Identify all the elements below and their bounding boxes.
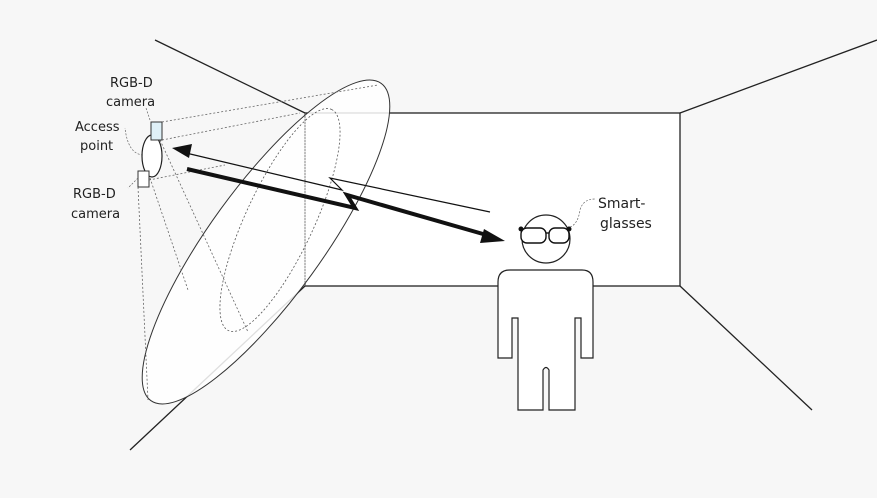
label-access-point: Access: [75, 120, 120, 135]
fov-outer-ellipse: [141, 79, 391, 405]
downlink-arrowhead-icon: [480, 229, 505, 243]
label-rgbd-camera-bottom: RGB-D: [73, 187, 116, 202]
uplink-arrowhead-icon: [172, 144, 192, 158]
room-edge-bottom-right: [679, 285, 813, 411]
person-body: [497, 269, 594, 411]
wireless-link-arrows: [172, 144, 505, 243]
camera-field-of-view: [137, 79, 391, 405]
room-edge-top-right: [679, 39, 877, 114]
person-figure: [497, 214, 594, 411]
rgbd-camera-top-icon: [150, 121, 163, 141]
uplink-arrow-line: [185, 152, 491, 213]
label-rgbd-camera-top: RGB-D: [110, 76, 153, 91]
label-rgbd-camera-bottom-2: camera: [71, 207, 120, 222]
label-smart-glasses: Smart-: [598, 196, 645, 212]
fov-inner-ellipse: [219, 108, 341, 332]
smart-glasses-icon: [518, 226, 572, 244]
rgbd-camera-bottom-icon: [137, 170, 150, 188]
label-smart-glasses-2: glasses: [600, 216, 652, 232]
downlink-arrow-line: [186, 167, 491, 238]
label-rgbd-camera-top-2: camera: [106, 95, 155, 110]
room-edge-top-left: [154, 39, 306, 114]
label-access-point-2: point: [80, 139, 113, 154]
